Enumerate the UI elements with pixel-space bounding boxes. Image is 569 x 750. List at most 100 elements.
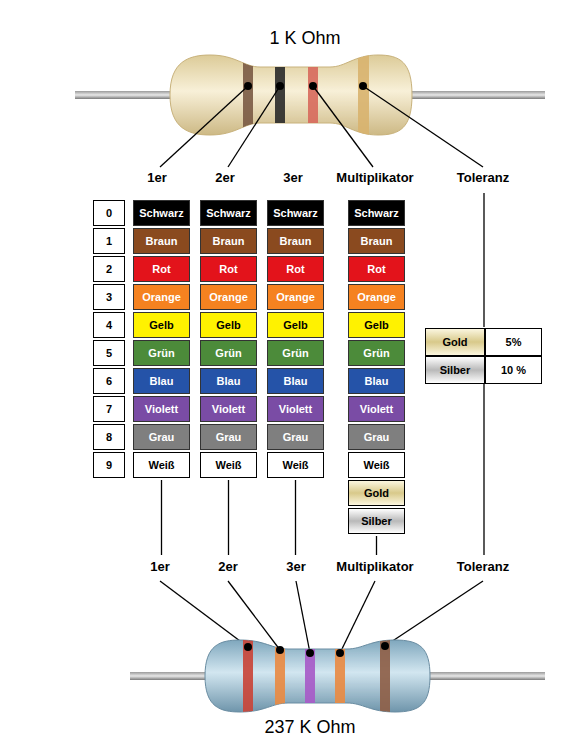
color-code-cell: Violett [133,396,190,422]
cell-text: Gold [364,487,389,499]
cell-text: Schwarz [206,207,251,219]
cell-text: Grün [148,347,174,359]
cell-text: 6 [106,375,112,387]
cell-text: Orange [357,291,396,303]
cell-text: 8 [106,431,112,443]
digit-cell: 6 [93,368,125,394]
band-label: Toleranz [457,560,510,575]
color-band [275,50,285,140]
cell-text: Blau [217,375,241,387]
guide-line [483,193,484,327]
band-label: Toleranz [457,171,510,186]
digit-cell: 8 [93,424,125,450]
cell-text: Rot [286,263,304,275]
multiplier-cell: Schwarz [348,200,405,226]
color-code-cell: Weiß [267,452,324,478]
leader-line [296,581,310,653]
band-label: 3er [283,171,303,186]
multiplier-cell: Gold [348,480,405,506]
digit-cell: 5 [93,340,125,366]
resistor-body [205,640,430,712]
digit-cell: 4 [93,312,125,338]
cell-text: Weiß [363,459,389,471]
color-code-cell: Grau [200,424,257,450]
leader-line [313,86,373,167]
color-code-cell: Grün [133,340,190,366]
color-code-cell: Braun [200,228,257,254]
cell-text: 4 [106,319,112,331]
cell-text: Weiß [215,459,241,471]
cell-text: Gelb [364,319,388,331]
color-code-cell: Grau [267,424,324,450]
multiplier-cell: Violett [348,396,405,422]
guide-line [295,480,296,555]
color-code-cell: Grün [267,340,324,366]
digit-cell: 0 [93,200,125,226]
cell-text: Silber [361,515,392,527]
multiplier-cell: Silber [348,508,405,534]
leader-dot [244,643,252,651]
cell-text: Violett [145,403,178,415]
guide-line [376,536,377,555]
cell-text: Weiß [282,459,308,471]
cell-text: 10 % [501,364,526,376]
digit-cell: 7 [93,396,125,422]
color-code-cell: Schwarz [267,200,324,226]
cell-text: Orange [209,291,248,303]
band-label: 2er [215,171,235,186]
color-band [380,635,390,720]
cell-text: Violett [212,403,245,415]
cell-text: Grau [216,431,242,443]
color-band [335,635,345,720]
cell-text: 3 [106,291,112,303]
cell-text: Violett [279,403,312,415]
digit-cell: 1 [93,228,125,254]
cell-text: 1 [106,235,112,247]
leader-line [228,86,280,167]
color-code-cell: Orange [267,284,324,310]
guide-line [228,480,229,555]
guide-line [161,480,162,555]
cell-text: Gelb [283,319,307,331]
color-code-cell: Gelb [133,312,190,338]
color-code-cell: Orange [133,284,190,310]
cell-text: Rot [219,263,237,275]
multiplier-cell: Grau [348,424,405,450]
cell-text: Rot [367,263,385,275]
tolerance-color-cell: Silber [425,356,485,384]
guide-line [483,384,484,555]
color-code-cell: Orange [200,284,257,310]
cell-text: 5 [106,347,112,359]
cell-text: Grün [215,347,241,359]
digit-cell: 3 [93,284,125,310]
color-code-cell: Violett [200,396,257,422]
resistor-value: 1 K Ohm [269,28,340,49]
color-code-cell: Violett [267,396,324,422]
multiplier-cell: Weiß [348,452,405,478]
color-code-cell: Grün [200,340,257,366]
color-code-cell: Rot [267,256,324,282]
multiplier-cell: Gelb [348,312,405,338]
color-band [275,635,285,720]
cell-text: Blau [365,375,389,387]
leader-dot [381,642,389,650]
multiplier-cell: Orange [348,284,405,310]
band-label: 1er [147,171,167,186]
tolerance-color-cell: Gold [425,328,485,356]
resistor-value: 237 K Ohm [264,717,355,738]
color-band [358,50,369,140]
tolerance-value-cell: 5% [485,328,542,356]
leader-dot [306,649,314,657]
cell-text: Braun [213,235,245,247]
cell-text: Orange [142,291,181,303]
color-band [243,635,253,720]
tolerance-value-cell: 10 % [485,356,542,384]
cell-text: Orange [276,291,315,303]
color-code-cell: Gelb [200,312,257,338]
cell-text: Rot [152,263,170,275]
cell-text: Braun [146,235,178,247]
cell-text: Braun [361,235,393,247]
color-code-cell: Gelb [267,312,324,338]
band-label: Multiplikator [336,560,413,575]
